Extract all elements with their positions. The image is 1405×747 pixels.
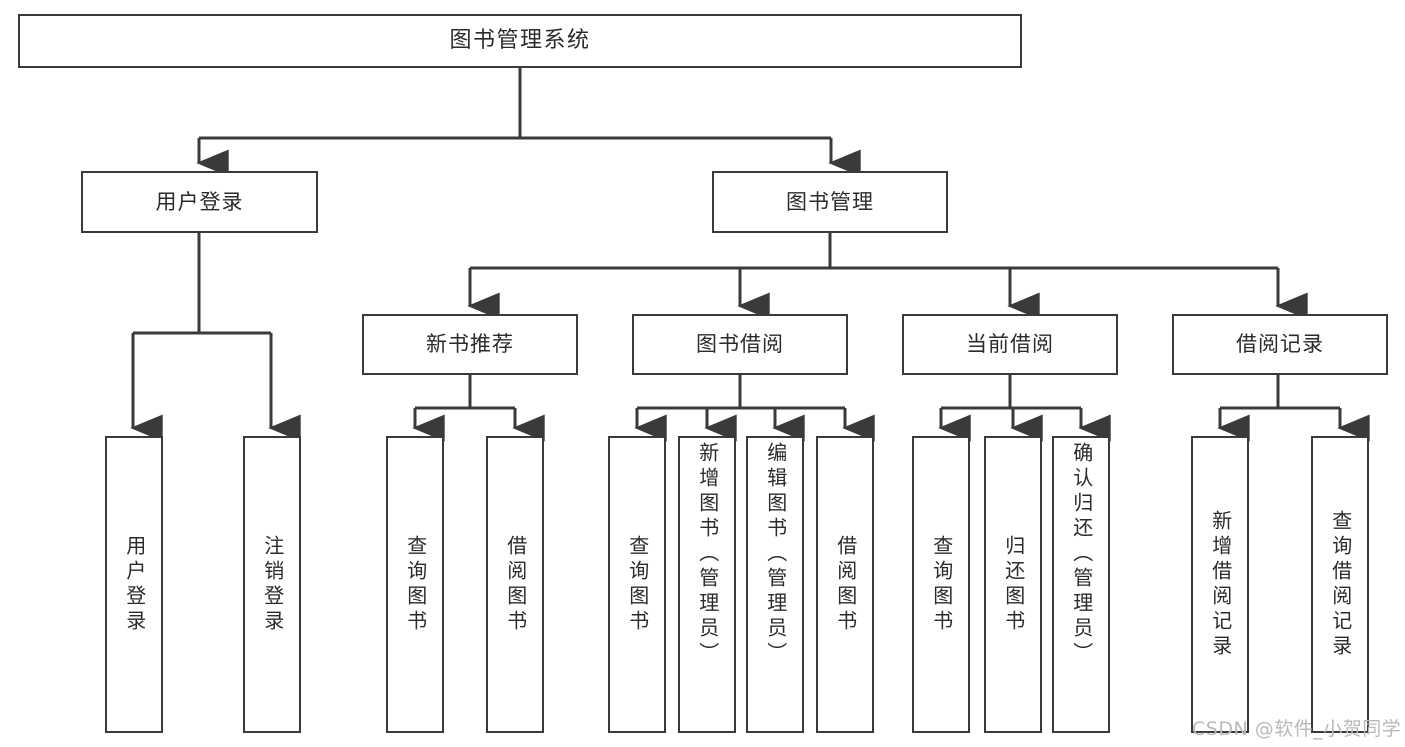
node-new-book-recommend[interactable]: 新书推荐: [362, 314, 578, 375]
leaf-query-borrow-record[interactable]: 查询借阅记录: [1311, 436, 1369, 733]
leaf-user-login[interactable]: 用户登录: [105, 436, 163, 733]
node-user-login[interactable]: 用户登录: [81, 171, 318, 233]
leaf-add-borrow-record[interactable]: 新增借阅记录: [1191, 436, 1249, 733]
leaf-logout-login[interactable]: 注销登录: [243, 436, 301, 733]
leaf-add-book-admin[interactable]: 新增图书（管理员）: [678, 436, 736, 733]
leaf-edit-book-admin[interactable]: 编辑图书（管理员）: [746, 436, 804, 733]
node-root-system[interactable]: 图书管理系统: [18, 14, 1022, 68]
node-book-borrow[interactable]: 图书借阅: [632, 314, 848, 375]
leaf-borrow-book[interactable]: 借阅图书: [816, 436, 874, 733]
leaf-query-book-borrow[interactable]: 查询图书: [608, 436, 666, 733]
leaf-confirm-return-admin[interactable]: 确认归还（管理员）: [1052, 436, 1110, 733]
csdn-watermark: CSDN @软件_小贺同学: [1192, 718, 1402, 740]
node-book-management[interactable]: 图书管理: [712, 171, 948, 233]
node-borrow-records[interactable]: 借阅记录: [1172, 314, 1388, 375]
leaf-query-book-recommend[interactable]: 查询图书: [386, 436, 444, 733]
leaf-borrow-book-recommend[interactable]: 借阅图书: [486, 436, 544, 733]
node-current-borrow[interactable]: 当前借阅: [902, 314, 1118, 375]
leaf-return-book[interactable]: 归还图书: [984, 436, 1042, 733]
leaf-query-book-current[interactable]: 查询图书: [912, 436, 970, 733]
